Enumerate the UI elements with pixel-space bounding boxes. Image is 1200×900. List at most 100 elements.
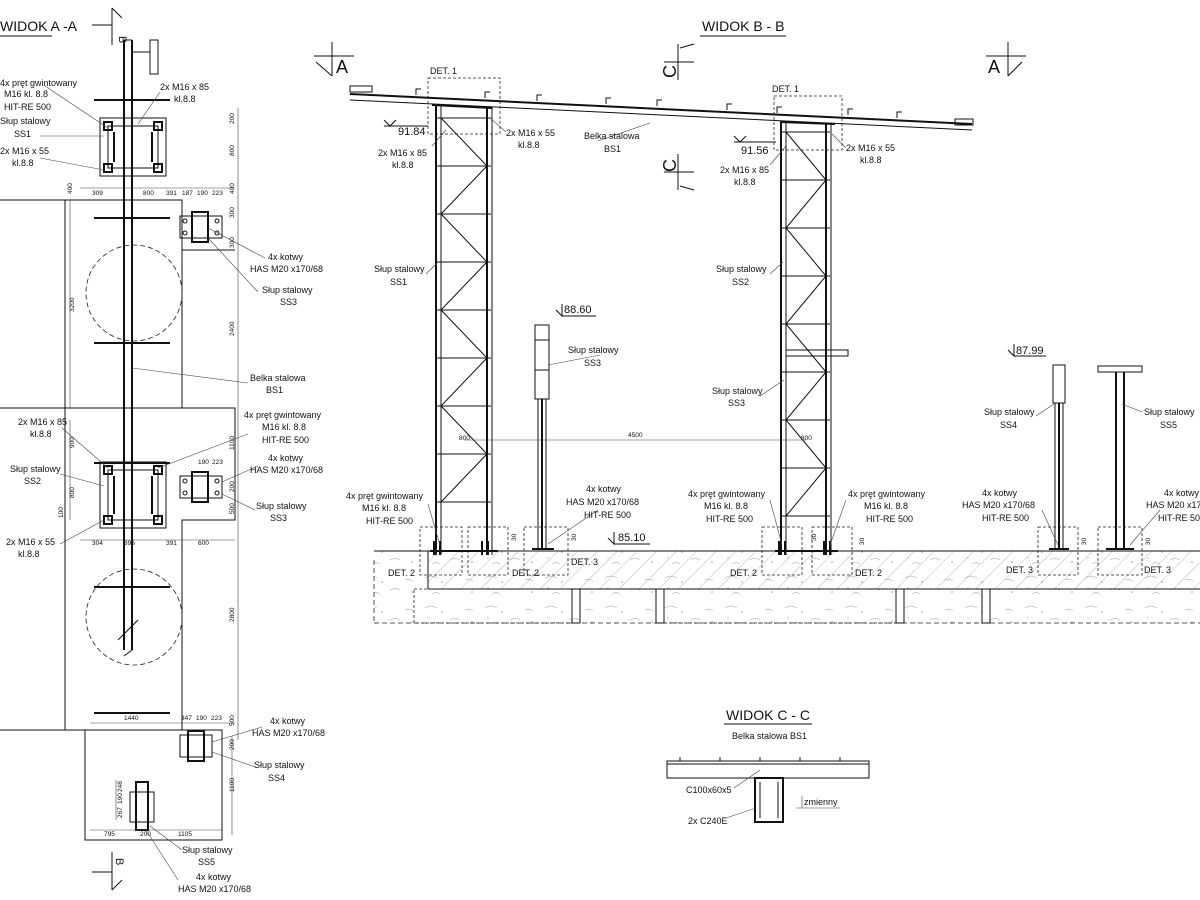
- section-mark-a-right: A: [986, 42, 1026, 77]
- cc-c100: C100x60x5: [686, 785, 732, 795]
- aa-dim-200c: 200: [229, 739, 236, 750]
- section-mark-b-bottom: B: [92, 852, 125, 891]
- bb-belka-2: BS1: [604, 144, 621, 154]
- aa-dim-2800: 2800: [229, 607, 236, 622]
- bb-det1-box-a: [427, 77, 501, 135]
- aa-dim-190d: 190: [117, 793, 124, 804]
- aa-ss3-plan-a: [179, 211, 223, 243]
- bb-ss3b-2: SS3: [728, 398, 745, 408]
- bb-kotwy-b-1: 4x kotwy: [982, 488, 1018, 498]
- aa-dim-200b: 200: [229, 481, 236, 492]
- aa-dim-190c: 190: [196, 715, 207, 722]
- bb-leaders: [425, 117, 1161, 546]
- view-bb: WIDOK B - B A A C C: [314, 18, 1200, 624]
- aa-dim-795: 795: [104, 831, 115, 838]
- bb-kotwy-c-2: HAS M20 x170/68: [1146, 500, 1200, 510]
- aa-dim-896: 896: [124, 540, 135, 547]
- bb-level-l1: 91.84: [398, 126, 426, 138]
- aa-pret-mid-1: 4x pręt gwintowany: [244, 410, 322, 420]
- aa-bolt55-top-2: kl.8.8: [12, 158, 34, 168]
- bb-kotwy-a-2: HAS M20 x170/68: [566, 497, 639, 507]
- bb-ss3a-1: Słup stalowy: [568, 345, 619, 355]
- bb-kotwy-b-3: HIT-RE 500: [982, 513, 1029, 523]
- bb-pret-r-1: 4x pręt gwintowany: [848, 489, 926, 499]
- bb-bolt55-r-1: 2x M16 x 55: [846, 143, 895, 153]
- bb-det2-d: DET. 2: [855, 568, 882, 578]
- aa-dim-800b: 800: [143, 190, 154, 197]
- aa-pret-top-2: M16 kl. 8.8: [4, 89, 48, 99]
- aa-dim-267: 267: [117, 807, 124, 818]
- aa-dim-1105: 1105: [178, 831, 192, 838]
- aa-dim-800a: 800: [229, 145, 236, 156]
- bb-bolt55-l-1: 2x M16 x 55: [506, 128, 555, 138]
- aa-dim-900: 900: [69, 437, 76, 448]
- view-aa: WIDOK A -A B B: [0, 7, 325, 894]
- aa-ss4-plan: [179, 730, 213, 762]
- bb-ss3a-2: SS3: [584, 358, 601, 368]
- bb-pret-l-1: 4x pręt gwintowany: [346, 491, 424, 501]
- bb-ss5-column: [1097, 365, 1143, 550]
- aa-kotwy4-1: 4x kotwy: [196, 872, 232, 882]
- section-mark-a-left-label: A: [336, 57, 348, 77]
- view-bb-title: WIDOK B - B: [702, 18, 784, 34]
- bb-det3-c: DET. 3: [1144, 565, 1171, 575]
- aa-ss3a-1: Słup stalowy: [262, 285, 313, 295]
- bb-ss2-2: SS2: [732, 277, 749, 287]
- aa-dim-223c: 223: [211, 715, 222, 722]
- view-cc-title: WIDOK C - C: [726, 707, 810, 723]
- aa-ss4-2: SS4: [268, 773, 285, 783]
- bb-level-85-10: 85.10: [607, 532, 650, 546]
- aa-pile-lower: [85, 568, 183, 666]
- aa-dim-200a: 200: [229, 113, 236, 124]
- view-aa-title: WIDOK A -A: [0, 18, 78, 34]
- aa-dim-100: 100: [58, 507, 65, 518]
- bb-det2-c: DET. 2: [730, 568, 757, 578]
- aa-dim-223a: 223: [212, 190, 223, 197]
- section-mark-b-top: B: [92, 7, 128, 45]
- aa-dim-190b: 190: [198, 459, 209, 466]
- bb-bolt85-r-1: 2x M16 x 85: [720, 165, 769, 175]
- aa-dim-3200: 3200: [69, 297, 76, 312]
- aa-ss5-1: Słup stalowy: [182, 845, 233, 855]
- aa-dim-248: 248: [117, 781, 124, 792]
- bb-foundation: [373, 550, 1200, 624]
- aa-ss1-2: SS1: [14, 129, 31, 139]
- bb-pret-r-2: M16 kl. 8.8: [864, 501, 908, 511]
- aa-dim-500a: 500: [229, 503, 236, 514]
- bb-level-87-99: 87.99: [1007, 344, 1046, 358]
- bb-belka-1: Belka stalowa: [584, 131, 640, 141]
- aa-ss2-2: SS2: [24, 476, 41, 486]
- aa-dim-223b: 223: [212, 459, 223, 466]
- aa-dim-2400: 2400: [229, 321, 236, 336]
- bb-base-plates: [430, 541, 1134, 555]
- bb-pret-m-1: 4x pręt gwintowany: [688, 489, 766, 499]
- aa-dim-200d: 200: [140, 831, 151, 838]
- aa-bolt85-mid-1: 2x M16 x 85: [18, 417, 67, 427]
- section-mark-c-bottom: C: [660, 154, 695, 191]
- aa-pret-top-1: 4x pręt gwintowany: [0, 78, 78, 88]
- aa-pret-mid-2: M16 kl. 8.8: [262, 422, 306, 432]
- bb-span: 4500: [628, 432, 643, 439]
- aa-pret-top-3: HIT-RE 500: [4, 102, 51, 112]
- aa-ss5-plan: [129, 781, 155, 831]
- section-mark-a-left: A: [314, 42, 354, 77]
- section-mark-c-top: C: [660, 43, 695, 80]
- aa-ss3-plan-b: [179, 471, 223, 503]
- bb-level-l4: 87.99: [1016, 345, 1044, 357]
- bb-span-dimension: 4500 800 800 30 30 30 30 30 30: [459, 432, 1152, 545]
- bb-level-l2: 91.56: [741, 145, 769, 157]
- aa-kotwy1-2: HAS M20 x170/68: [250, 264, 323, 274]
- bb-level-91-84: 91.84: [383, 119, 428, 138]
- bb-bolt85-r-2: kl.8.8: [734, 177, 756, 187]
- bb-d800-l: 800: [459, 435, 470, 442]
- bb-kotwy-a-1: 4x kotwy: [586, 484, 622, 494]
- bb-d30-a: 30: [511, 533, 518, 541]
- view-cc: WIDOK C - C Belka stalowa BS1 C100x60x5 …: [666, 707, 870, 826]
- aa-kotwy2-1: 4x kotwy: [268, 453, 304, 463]
- bb-lattice-ss2: [780, 121, 849, 555]
- bb-pret-l-3: HIT-RE 500: [366, 516, 413, 526]
- bb-lattice-ss1: [435, 104, 493, 555]
- bb-det1-a: DET. 1: [430, 66, 457, 76]
- bb-det2-b: DET. 2: [512, 568, 539, 578]
